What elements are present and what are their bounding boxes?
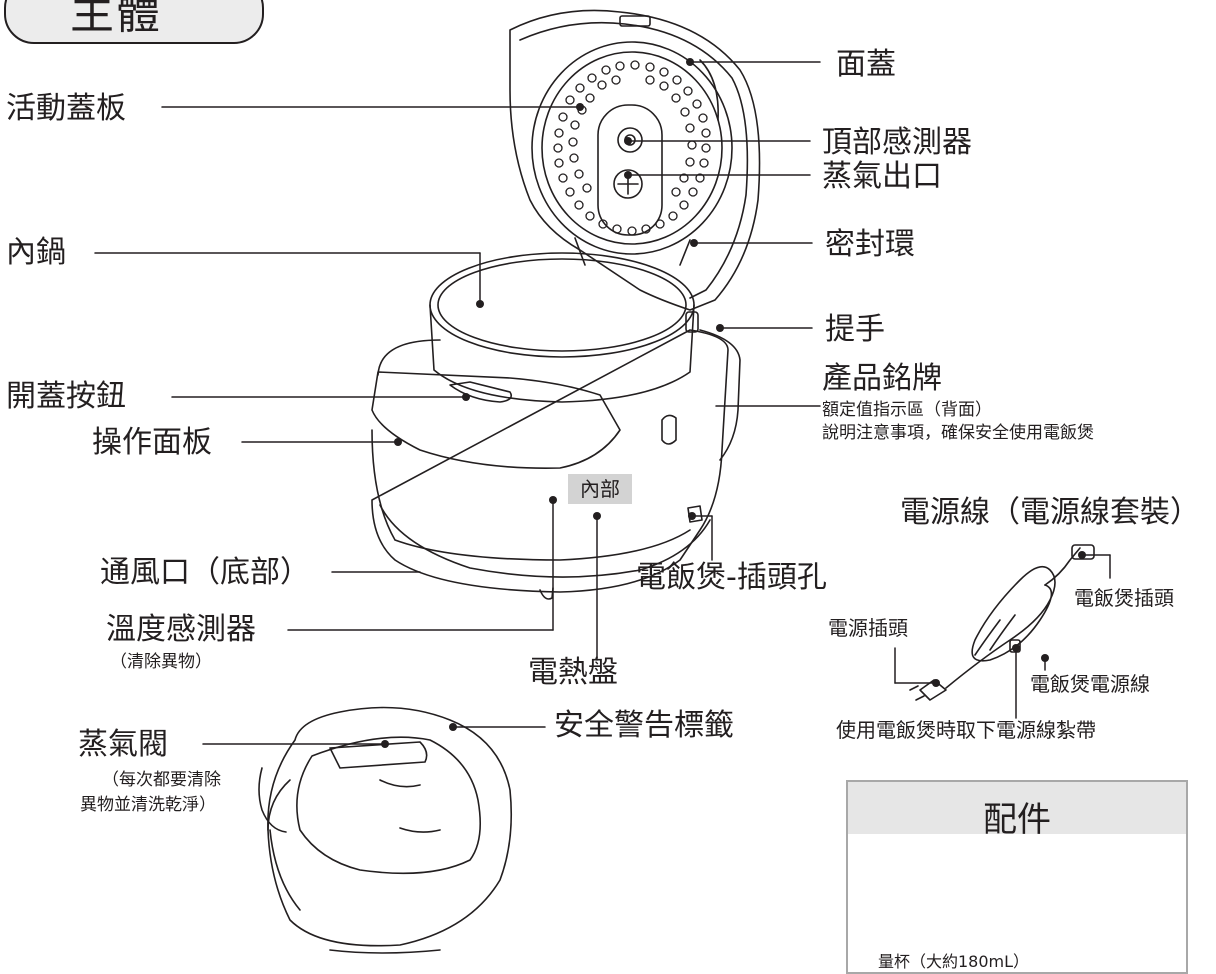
label-lid-cover: 面蓋 [836,47,896,82]
accessories-title: 配件 [983,800,1051,840]
label-temp-sensor-note: （清除異物） [110,652,212,672]
label-appliance-plug: 電飯煲插頭 [1074,586,1174,610]
section-title: 主體 [70,0,162,39]
label-steam-valve: 蒸氣閥 [78,727,168,762]
label-temp-sensor: 溫度感測器 [106,612,256,647]
label-cooker-power-cord: 電飯煲電源線 [1030,672,1150,696]
open-lid-illustration [509,9,761,311]
label-nameplate: 產品銘牌 [822,361,942,396]
measuring-cup-caption: 量杯（大約180mL） [878,952,1030,971]
label-lid-open-button: 開蓋按鈕 [6,379,126,414]
label-safety-label: 安全警告標籤 [554,708,734,743]
label-top-sensor: 頂部感測器 [822,125,972,160]
accessories-box: 配件 量杯（大約180mL） [846,780,1188,974]
label-movable-lid-plate: 活動蓋板 [6,91,126,126]
label-inner-pot: 內鍋 [6,235,66,270]
section-title-pill [4,0,264,44]
closed-cooker-illustration [258,706,513,954]
label-handle: 提手 [825,312,885,347]
label-power-plug: 電源插頭 [828,616,908,640]
accessories-header: 配件 [848,782,1186,840]
leader-lines [94,61,1111,745]
label-inner-tag: 內部 [568,474,632,504]
label-steam-valve-note2: 異物並清洗乾淨） [80,795,216,815]
label-vent: 通風口（底部） [100,555,310,590]
label-nameplate-note1: 額定值指示區（背面） [822,400,992,420]
label-nameplate-note2: 說明注意事項，確保安全使用電飯煲 [822,423,1094,443]
label-seal-ring: 密封環 [825,227,915,262]
label-control-panel: 操作面板 [92,425,212,460]
leader-dots [381,58,1086,748]
label-heating-plate: 電熱盤 [528,655,618,690]
label-steam-valve-note1: （每次都要清除 [102,770,221,790]
cooker-body-illustration [371,252,741,600]
label-appliance-socket: 電飯煲-插頭孔 [636,560,827,595]
label-steam-outlet: 蒸氣出口 [822,159,942,194]
label-power-cord-set: 電源線（電源線套裝） [900,495,1200,530]
label-cord-tie: 使用電飯煲時取下電源線紮帶 [836,718,1096,742]
